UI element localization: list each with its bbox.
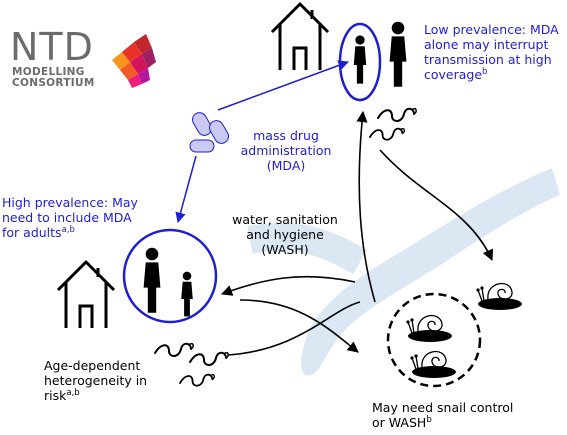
wash-label: water, sanitation and hygiene (WASH) (222, 212, 348, 257)
worm-to-water-line (227, 301, 361, 356)
snail-icon (405, 314, 453, 343)
snail-control-line-2: or WASH (372, 415, 427, 430)
high-prevalence-label: High prevalence: May need to include MDA… (2, 195, 138, 240)
community-treatment-ring (122, 228, 218, 324)
high-prevalence-line-2: need to include MDA (2, 210, 132, 225)
community-to-snail-arrow (239, 299, 359, 353)
mda-line-3: (MDA) (266, 158, 306, 173)
mda-line-2: administration (240, 143, 332, 158)
mda-label: mass drug administration (MDA) (226, 128, 346, 173)
worm-icon (179, 373, 216, 387)
high-prevalence-line-1: High prevalence: May (2, 195, 138, 210)
house-icon (270, 2, 330, 72)
wash-line-2: and hygiene (246, 227, 324, 242)
snail-icon (409, 350, 457, 379)
house-icon (56, 260, 116, 330)
mda-to-adults-arrow (175, 155, 197, 224)
adult-icon (143, 247, 161, 313)
snail-control-footnote: b (426, 414, 432, 425)
age-dependent-line-3: risk (44, 388, 67, 403)
child-icon (353, 35, 367, 84)
age-dependent-footnote: a,b (66, 387, 80, 398)
logo-line-1: MODELLING (12, 66, 85, 78)
low-prevalence-line-4: coverage (424, 67, 483, 82)
age-dependent-label: Age-dependent heterogeneity in riska,b (44, 358, 147, 403)
river (301, 168, 560, 376)
snail-control-ring (386, 292, 482, 388)
worm-icon (377, 107, 418, 123)
high-prevalence-line-3: for adults (2, 225, 62, 240)
snail-to-humans-arrow (356, 110, 376, 303)
low-prevalence-label: Low prevalence: MDA alone may interrupt … (424, 22, 559, 82)
low-prevalence-line-2: alone may interrupt (424, 37, 549, 52)
humans-to-snail-arrow (379, 149, 494, 262)
worm-icon (154, 342, 195, 358)
pill-icon (189, 112, 229, 153)
low-prevalence-line-3: transmission at high (424, 52, 552, 67)
snail-icon (475, 282, 523, 311)
age-dependent-line-1: Age-dependent (44, 358, 141, 373)
low-prevalence-line-1: Low prevalence: MDA (424, 22, 559, 37)
age-dependent-line-2: heterogeneity in (44, 373, 148, 388)
river-branch (247, 222, 367, 275)
wash-line-3: (WASH) (261, 242, 309, 257)
worm-icon (369, 127, 406, 141)
child-icon (181, 271, 193, 317)
snail-control-line-1: May need snail control (372, 400, 514, 415)
water-to-community-arrow (220, 275, 356, 296)
low-prevalence-footnote: b (482, 66, 488, 77)
mda-line-1: mass drug (253, 128, 319, 143)
high-prevalence-footnote: a,b (61, 224, 75, 235)
logo-title: NTD (10, 25, 94, 69)
logo-line-2: CONSORTIUM (12, 77, 95, 89)
snail-control-label: May need snail control or WASHb (372, 400, 513, 430)
mda-to-children-arrow (217, 60, 349, 111)
adult-icon (389, 21, 407, 87)
worm-icon (189, 351, 230, 367)
wash-line-1: water, sanitation (232, 212, 338, 227)
logo-mark-icon (112, 34, 156, 88)
